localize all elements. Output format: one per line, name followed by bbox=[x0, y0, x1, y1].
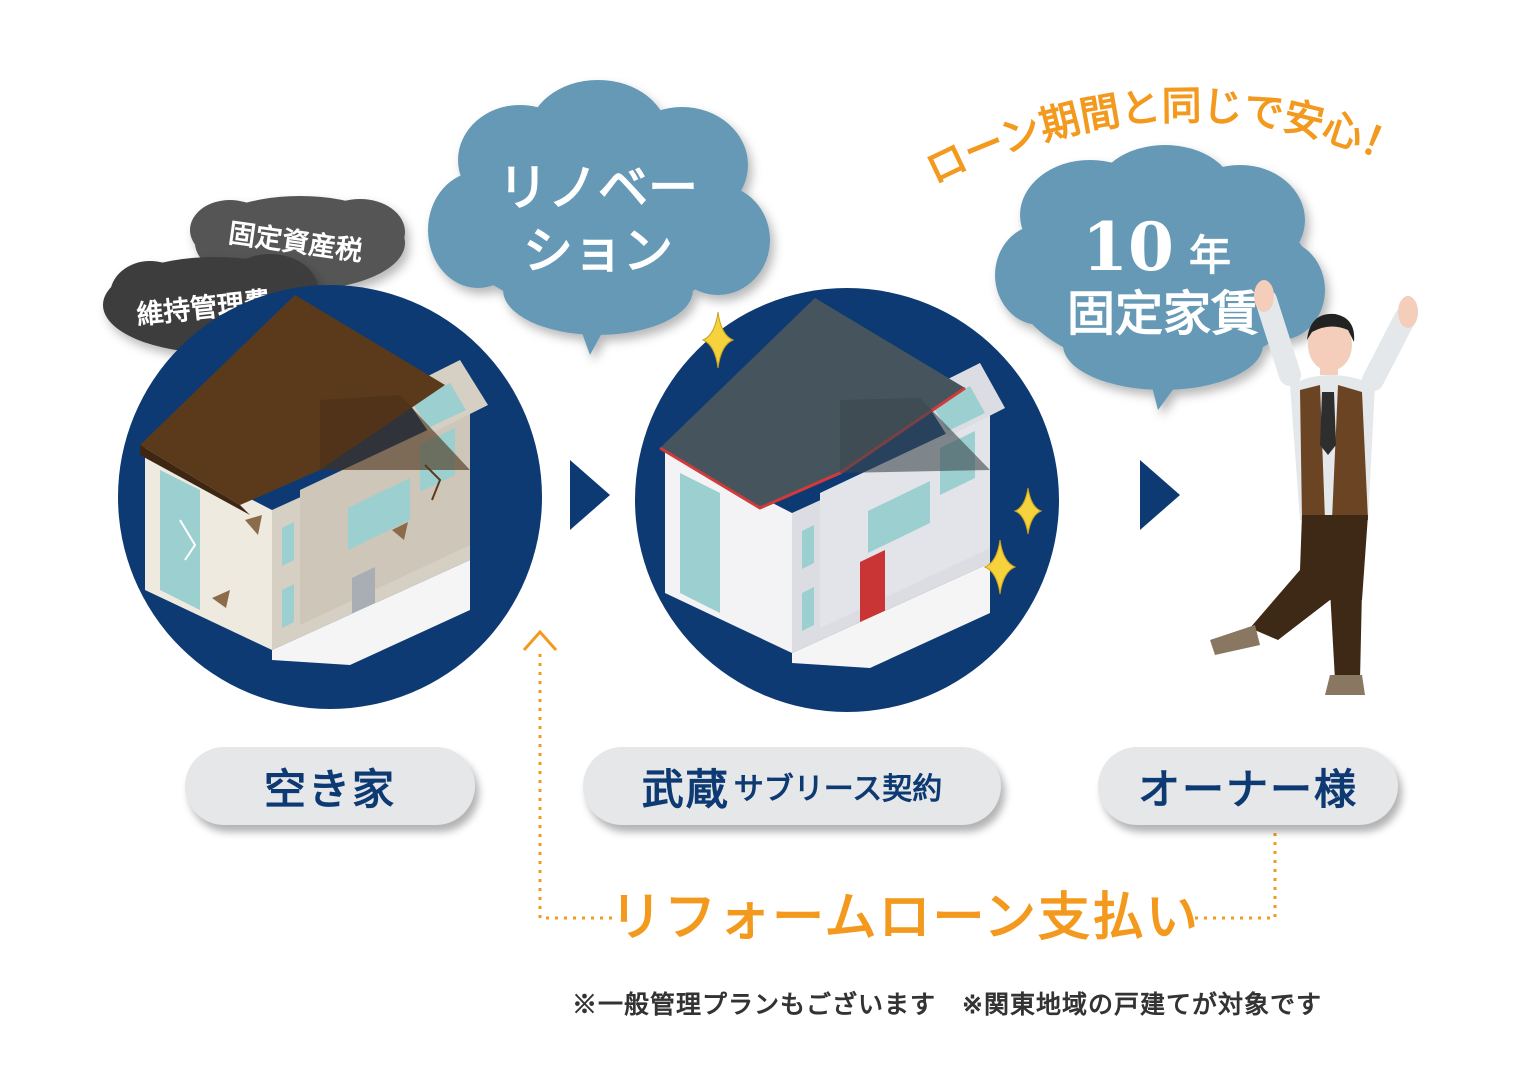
fixed-rent-unit: 年 bbox=[1189, 231, 1231, 280]
step-sublease-sub-label: サブリース契約 bbox=[733, 772, 943, 807]
arrow-right-icon bbox=[1140, 460, 1180, 530]
footnote-kanto-area: ※関東地域の戸建てが対象です bbox=[962, 990, 1322, 1019]
happy-owner-illustration bbox=[1210, 280, 1418, 695]
step-owner-label: オーナー様 bbox=[1137, 764, 1358, 814]
footnotes: ※一般管理プランもございます ※関東地域の戸建てが対象です bbox=[572, 985, 1348, 1021]
renovation-bubble-line2: ション bbox=[523, 221, 673, 280]
loan-flow-line bbox=[1195, 830, 1277, 920]
sparkle-icon bbox=[701, 311, 1043, 595]
renovation-bubble-line1: リノベー bbox=[498, 158, 698, 217]
fixed-rent-bubble bbox=[995, 145, 1325, 410]
vacant-house-illustration bbox=[140, 295, 488, 665]
step-owner: オーナー様 bbox=[1098, 747, 1398, 825]
footnote-general-plan: ※一般管理プランもございます bbox=[572, 990, 937, 1019]
arrow-right-icon bbox=[570, 460, 610, 530]
fixed-rent-line2: 固定家賃 bbox=[1067, 286, 1259, 342]
step-sublease-main-label: 武蔵 bbox=[641, 764, 730, 814]
step-vacant-house: 空き家 bbox=[185, 747, 475, 825]
fixed-rent-number: 10 bbox=[1082, 208, 1174, 286]
renovation-bubble bbox=[428, 80, 770, 355]
loan-flow-line bbox=[538, 650, 612, 920]
step-vacant-house-label: 空き家 bbox=[263, 764, 396, 814]
arrow-up-icon bbox=[522, 629, 558, 651]
loan-payment-label: リフォームローン支払い bbox=[610, 887, 1200, 948]
step-sublease-contract: 武蔵 サブリース契約 bbox=[583, 747, 1001, 825]
renovated-house-illustration bbox=[659, 298, 1005, 668]
